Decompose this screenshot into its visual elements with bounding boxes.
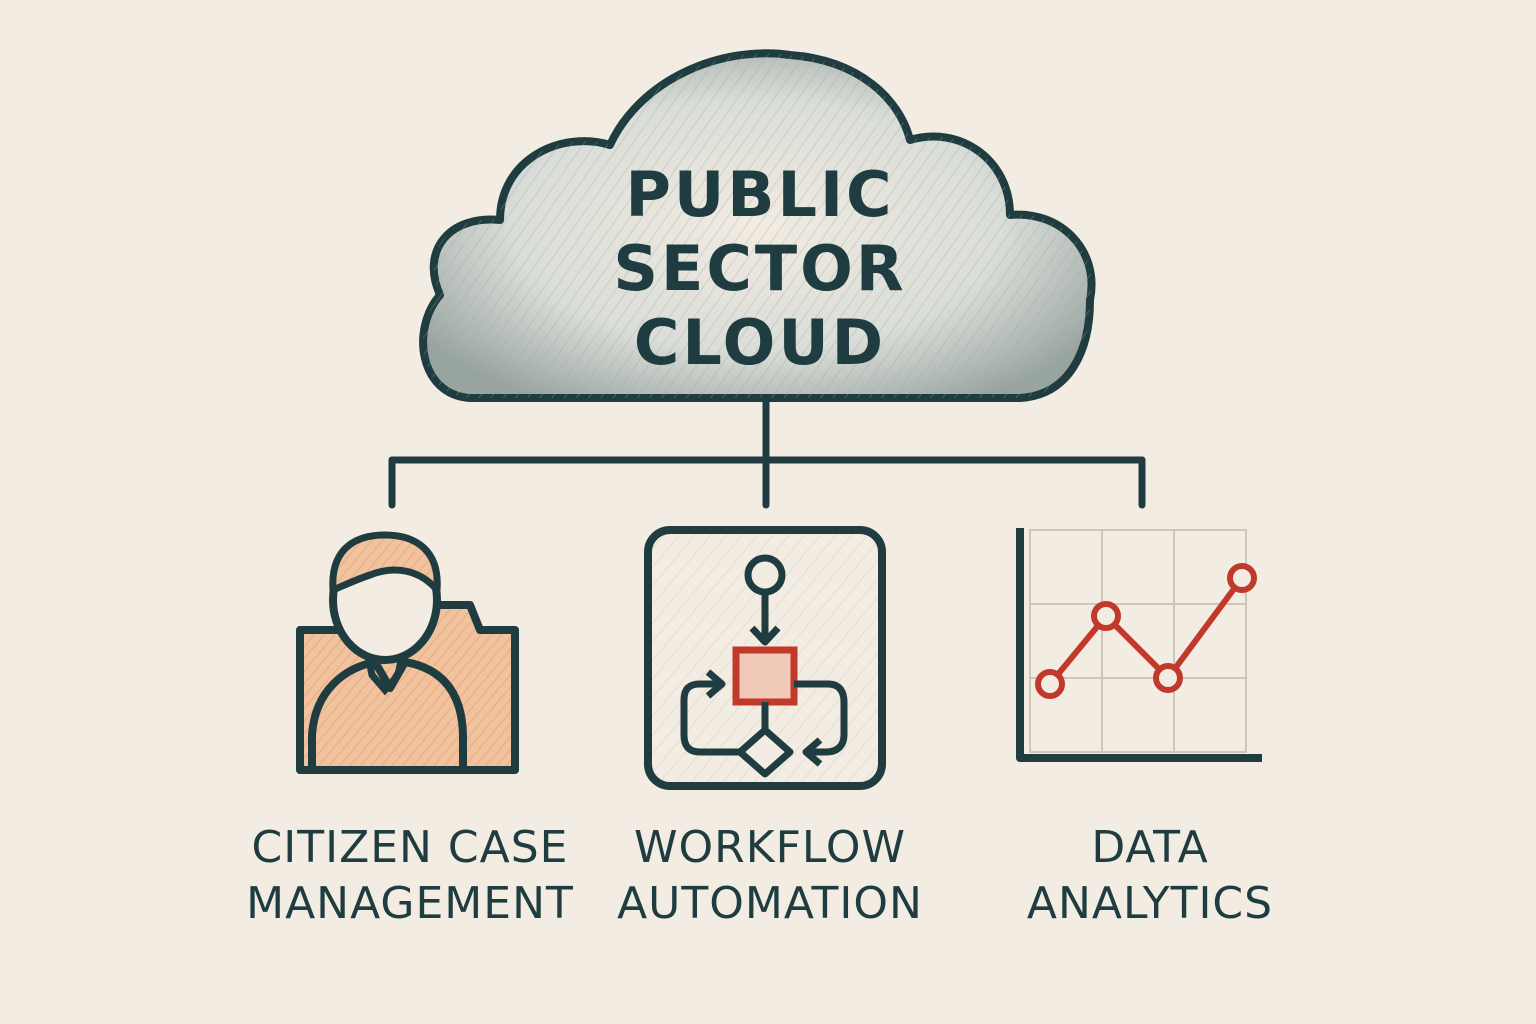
caption-workflow-automation: WORKFLOW AUTOMATION: [575, 820, 965, 932]
caption-line-2: AUTOMATION: [617, 878, 923, 929]
caption-line-1: CITIZEN CASE: [251, 822, 569, 873]
caption-line-1: WORKFLOW: [634, 822, 906, 873]
caption-citizen-case-management: CITIZEN CASE MANAGEMENT: [215, 820, 605, 932]
caption-line-2: ANALYTICS: [1026, 878, 1274, 929]
caption-data-analytics: DATA ANALYTICS: [955, 820, 1345, 932]
cloud-title-line-3: CLOUD: [633, 306, 887, 379]
cloud-icon: [419, 49, 1096, 402]
cloud-title-line-1: PUBLIC: [625, 158, 895, 231]
cloud-title-line-2: SECTOR: [613, 232, 907, 305]
caption-line-1: DATA: [1091, 822, 1209, 873]
line-chart-icon: [1016, 528, 1262, 762]
cloud-title: PUBLIC SECTOR CLOUD: [560, 158, 960, 380]
caption-line-2: MANAGEMENT: [246, 878, 574, 929]
flowchart-icon: [644, 526, 886, 790]
person-folder-icon: [296, 531, 519, 774]
connector-lines: [388, 396, 1146, 509]
